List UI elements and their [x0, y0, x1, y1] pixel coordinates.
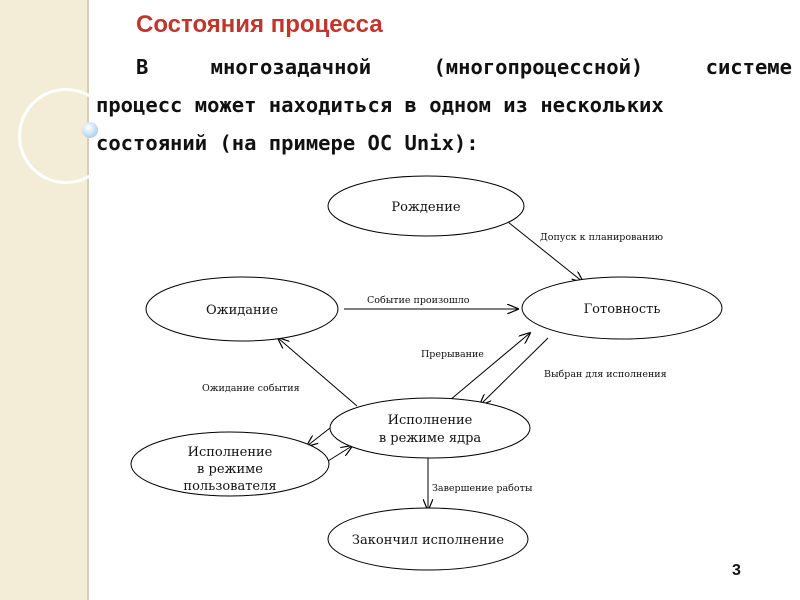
node-waiting	[145, 276, 339, 342]
edge-preempt	[449, 333, 530, 401]
node-user-label: в режиме	[197, 462, 263, 477]
intro-paragraph: В многозадачной (многопроцессной) систем…	[96, 48, 792, 162]
edge-exit-label: Завершение работы	[432, 483, 533, 494]
node-ready-label: Готовность	[584, 302, 661, 317]
edge-dispatched	[480, 337, 549, 405]
edge-dispatched-label: Выбран для исполнения	[544, 369, 667, 380]
edge-admit	[507, 221, 583, 282]
node-finished	[327, 507, 529, 571]
node-user	[130, 431, 330, 497]
edge-wait-event-label: Ожидание события	[202, 383, 300, 394]
node-kernel-label: в режиме ядра	[379, 431, 482, 446]
edge-wait-event	[278, 338, 358, 407]
sidebar-divider	[87, 0, 89, 600]
page-number: 3	[732, 562, 741, 579]
node-user-label: Исполнение	[188, 445, 273, 460]
intro-line: процесс может находиться в одном из неск…	[96, 93, 664, 117]
node-birth	[327, 175, 525, 237]
node-kernel	[329, 397, 531, 459]
edge-admit-label: Допуск к планированию	[540, 232, 663, 243]
intro-line: В многозадачной (многопроцессной) систем…	[136, 55, 792, 79]
node-waiting-label: Ожидание	[206, 303, 278, 318]
node-ready	[521, 276, 723, 340]
node-kernel-label: Исполнение	[388, 413, 473, 428]
decorative-bubble-icon	[82, 122, 98, 138]
edge-event-occurred-label: Событие произошло	[367, 295, 470, 306]
node-user-label: пользователя	[183, 479, 276, 494]
edge-preempt-label: Прерывание	[421, 349, 484, 360]
node-birth-label: Рождение	[391, 200, 461, 215]
node-finished-label: Закончил исполнение	[352, 533, 504, 548]
intro-line: состояний (на примере ОС Unix):	[96, 131, 479, 155]
decorative-arc	[18, 88, 114, 184]
slide-title: Состояния процесса	[136, 11, 383, 38]
edge-kernel-to-user	[307, 427, 331, 446]
